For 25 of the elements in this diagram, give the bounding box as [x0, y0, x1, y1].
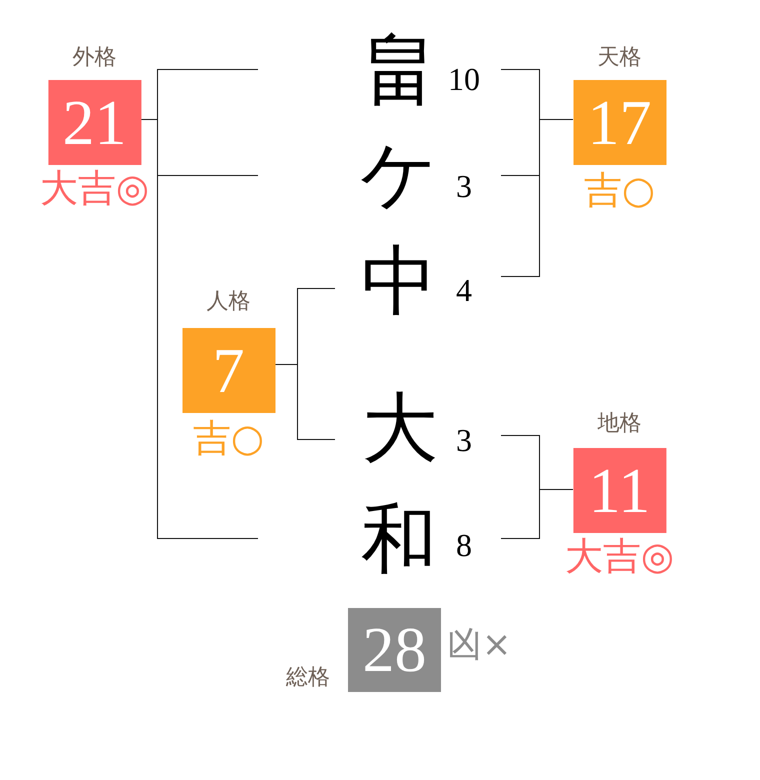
stroke-count: 8 — [456, 529, 472, 561]
score-box: 28 — [348, 608, 441, 692]
score-box: 7 — [182, 328, 275, 413]
heading-label: 総格 — [286, 665, 330, 691]
heading-label: 地格 — [598, 411, 642, 437]
name-character: 中 — [361, 244, 437, 320]
fortune-label: 大吉◎ — [40, 168, 150, 208]
fortune-label: 吉○ — [584, 170, 656, 210]
stroke-count: 3 — [456, 424, 472, 456]
name-character: 畠 — [361, 32, 437, 108]
stroke-count: 4 — [456, 274, 472, 306]
heading-label: 人格 — [206, 289, 250, 315]
stroke-count: 10 — [448, 63, 480, 95]
fortune-label: 吉○ — [192, 418, 264, 458]
score-box: 11 — [573, 448, 666, 533]
name-character: 和 — [361, 502, 437, 578]
heading-label: 天格 — [598, 45, 642, 71]
score-box: 21 — [48, 80, 141, 165]
name-character: ケ — [360, 137, 438, 213]
score-box: 17 — [573, 80, 666, 165]
stroke-count: 3 — [456, 170, 472, 202]
fortune-label: 大吉◎ — [564, 536, 674, 576]
heading-label: 外格 — [72, 45, 116, 71]
fortune-label: 凶× — [447, 625, 512, 665]
name-character: 大 — [362, 391, 438, 467]
